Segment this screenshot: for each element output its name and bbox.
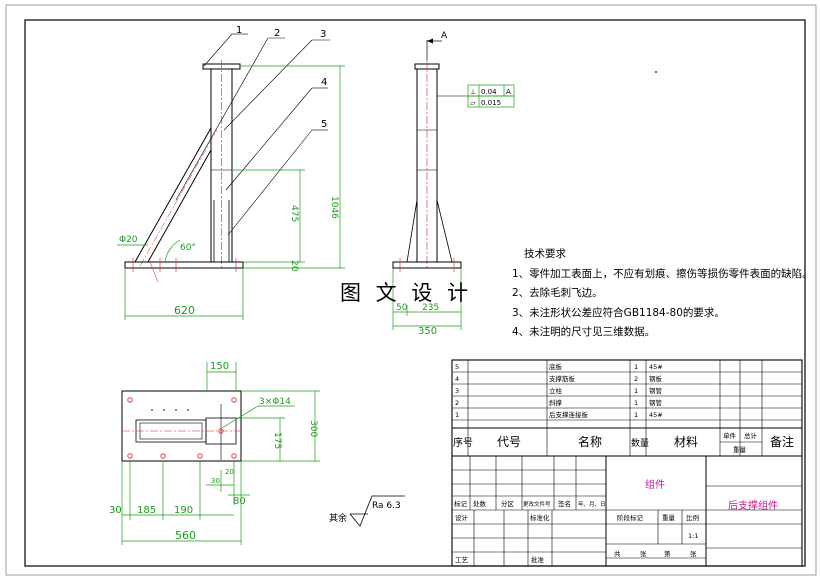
header-total: 总计 — [744, 431, 758, 440]
tb-sheets-total: 共 — [614, 549, 621, 558]
part-name-5: 底板 — [549, 362, 563, 371]
tb-standard: 标准化 — [530, 513, 550, 522]
tb-date: 年、月、日 — [578, 500, 606, 508]
parts-list-header: 序号 代号 名称 数量 材料 单件 总计 重量 备注 — [453, 431, 794, 454]
header-code: 代号 — [497, 435, 521, 449]
tolerance-symbol-flat: ▱ — [470, 99, 476, 107]
part-material-3: 钢管 — [649, 386, 663, 395]
tb-design: 设计 — [455, 513, 469, 522]
title-block — [451, 359, 803, 567]
dim-mid-height: 475 — [289, 205, 299, 222]
dim-top-30a: 30 — [109, 505, 122, 516]
balloon-1: 1 — [236, 25, 242, 36]
dim-base-thickness: 20 — [289, 260, 299, 272]
dim-front-width: 620 — [174, 304, 195, 317]
balloon-5: 5 — [321, 119, 327, 130]
dim-top-150: 150 — [210, 361, 229, 372]
part-qty-4: 2 — [634, 375, 638, 383]
part-no-2: 2 — [455, 399, 459, 407]
roughness-value: Ra 6.3 — [372, 501, 401, 511]
header-material: 材料 — [674, 435, 698, 449]
header-remark: 备注 — [770, 434, 794, 449]
part-material-2: 钢管 — [649, 398, 663, 407]
tb-sheet-unit: 张 — [690, 549, 697, 558]
part-no-5: 5 — [455, 363, 459, 371]
part-name-4: 支撑筋板 — [549, 374, 576, 383]
dim-top-80: 80 — [233, 496, 246, 507]
tb-sheet-no: 第 — [664, 549, 671, 558]
tolerance-value-2: 0.015 — [481, 99, 501, 107]
part-no-3: 3 — [455, 387, 459, 395]
dim-top-560: 560 — [175, 529, 196, 542]
part-qty-2: 1 — [634, 399, 638, 407]
dim-brace-angle: 60° — [180, 243, 196, 253]
tb-count: 处数 — [473, 499, 487, 508]
part-qty-1: 1 — [634, 411, 638, 419]
header-name: 名称 — [578, 434, 602, 449]
title-block-text: 标记 处数 分区 更改文件号 签名 年、月、日 设计 标准化 工艺 批准 阶段标… — [454, 478, 778, 564]
tb-approve: 批准 — [531, 555, 545, 564]
overlay-title: 图 文 设 计 — [340, 281, 473, 305]
top-view: 150 3×Φ14 175 300 30 185 190 30 20 80 56… — [109, 361, 320, 545]
tech-note-1: 1、零件加工表面上，不应有划痕、擦伤等损伤零件表面的缺陷。 — [512, 267, 813, 280]
parts-list-text: 5 底板 1 45# 4 支撑筋板 2 钢板 3 立柱 1 钢管 2 斜撑 1 … — [455, 362, 663, 419]
section-label-a: A — [441, 31, 448, 41]
balloon-3: 3 — [320, 29, 326, 40]
tb-zone: 分区 — [501, 499, 515, 508]
dim-top-190: 190 — [174, 505, 193, 516]
dim-side-mid: 235 — [422, 303, 439, 313]
header-unit: 单件 — [723, 431, 737, 440]
tb-sign: 签名 — [558, 499, 571, 508]
roughness-prefix: 其余 — [329, 512, 347, 524]
technical-requirements: 技术要求 1、零件加工表面上，不应有划痕、擦伤等损伤零件表面的缺陷。 2、去除毛… — [512, 245, 813, 343]
tolerance-datum-1: A — [506, 88, 511, 96]
tb-change-doc: 更改文件号 — [523, 500, 551, 508]
tb-scale: 1:1 — [688, 532, 698, 540]
tb-weight: 重量 — [662, 514, 676, 522]
tb-process: 工艺 — [455, 556, 469, 564]
dim-top-30b: 30 — [211, 477, 220, 485]
tech-note-4: 4、未注明的尺寸见三维数据。 — [512, 326, 656, 338]
dim-top-holes: 3×Φ14 — [259, 397, 291, 407]
tolerance-frame: ⊥ 0.04 A ▱ 0.015 — [467, 84, 515, 108]
part-qty-5: 1 — [634, 363, 638, 371]
tech-note-2: 2、去除毛刺飞边。 — [512, 287, 603, 299]
balloon-4: 4 — [321, 77, 327, 88]
part-material-1: 45# — [649, 411, 663, 419]
tb-material-group: 组件 — [645, 478, 665, 491]
part-no-4: 4 — [455, 375, 459, 383]
part-name-2: 斜撑 — [549, 398, 563, 407]
dim-top-300: 300 — [308, 420, 318, 437]
dim-side-small: 50 — [396, 303, 408, 313]
part-material-4: 钢板 — [649, 374, 663, 383]
tech-heading: 技术要求 — [524, 248, 566, 260]
dim-top-20: 20 — [225, 468, 234, 476]
front-view: 1 2 3 4 5 1046 475 20 620 Φ20 60° — [117, 25, 345, 320]
header-no: 序号 — [453, 436, 473, 449]
part-name-1: 后支撑连接板 — [549, 410, 589, 419]
header-weight: 重量 — [733, 446, 747, 454]
tech-note-3: 3、未注形状公差应符合GB1184-80的要求。 — [512, 306, 725, 319]
tolerance-value-1: 0.04 — [481, 88, 497, 96]
surface-roughness-symbol: 其余 Ra 6.3 — [329, 495, 405, 527]
tb-mark: 标记 — [454, 499, 468, 508]
part-material-5: 45# — [649, 363, 663, 371]
tb-drawing-name: 后支撑组件 — [728, 499, 778, 512]
balloon-2: 2 — [274, 28, 280, 39]
dim-hole-diameter: Φ20 — [119, 235, 138, 245]
tb-sheets-of: 张 — [640, 549, 647, 558]
tb-ratio: 比例 — [686, 513, 699, 522]
side-view: A ⊥ 0.04 A ▱ 0.015 50 235 — [392, 31, 515, 337]
part-qty-3: 1 — [634, 387, 638, 395]
dim-overall-height: 1046 — [329, 196, 339, 219]
dim-top-175: 175 — [272, 432, 282, 449]
dim-top-185: 185 — [137, 505, 156, 516]
part-name-3: 立柱 — [549, 386, 563, 395]
tb-stage-mark: 阶段标记 — [617, 513, 644, 522]
tolerance-symbol-perp: ⊥ — [470, 88, 476, 96]
part-no-1: 1 — [455, 411, 459, 419]
dim-side-width: 350 — [418, 326, 437, 337]
header-qty: 数量 — [631, 437, 649, 449]
